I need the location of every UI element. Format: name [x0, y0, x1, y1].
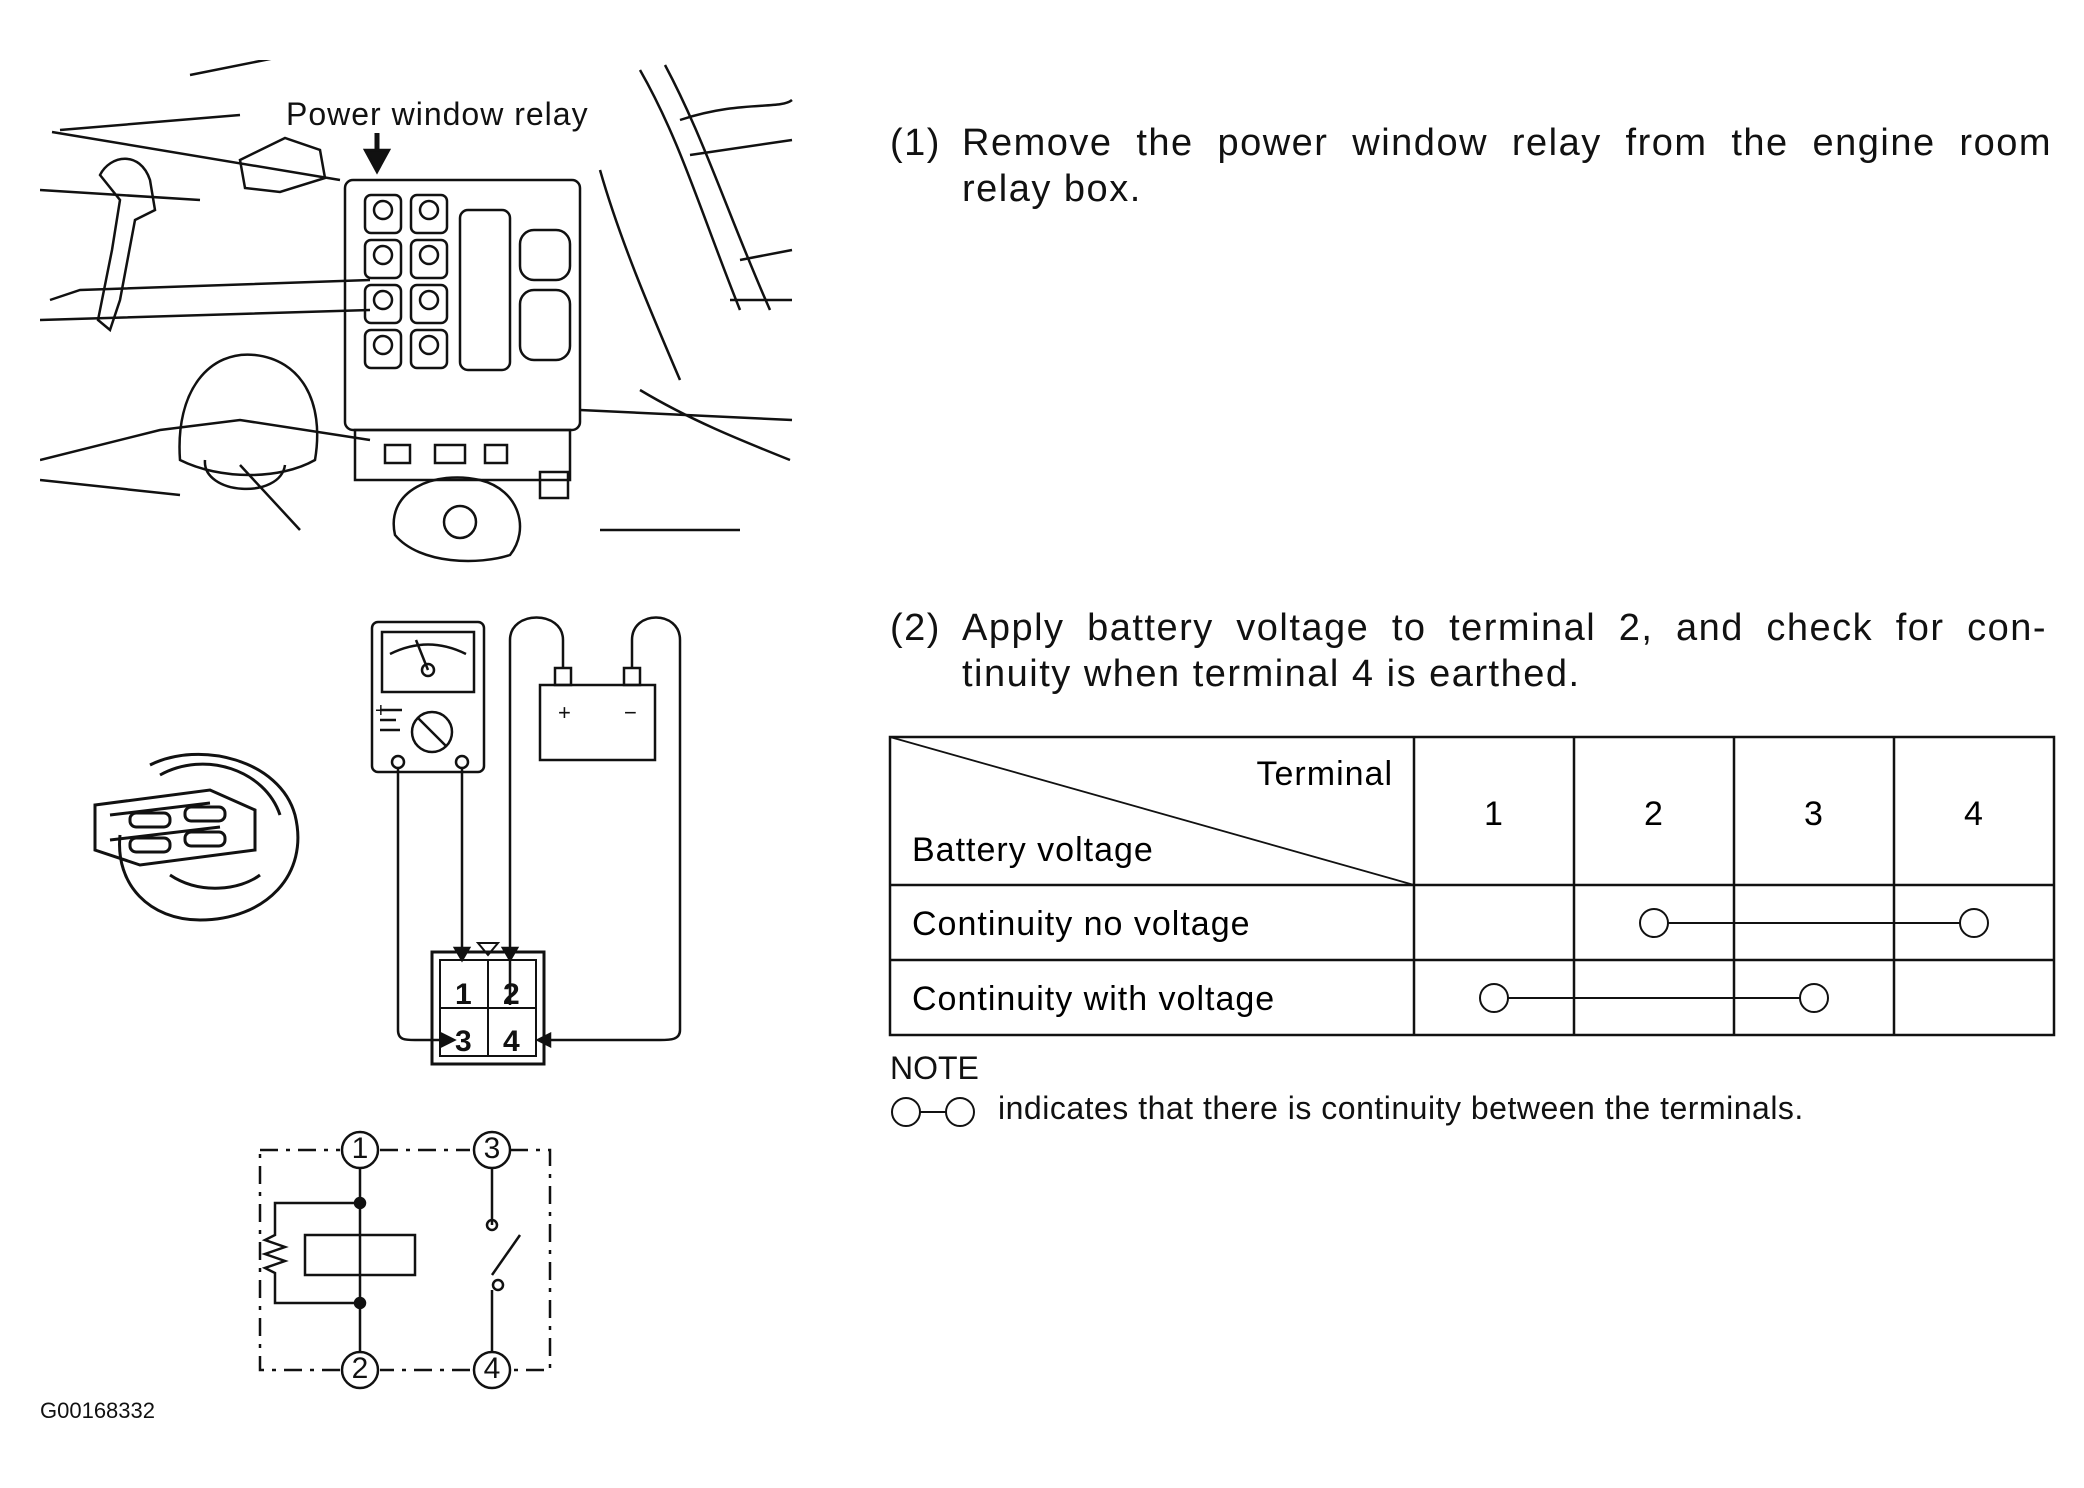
continuity-terminal-mark — [1959, 908, 1989, 938]
table-column-3: 3 — [1804, 795, 1824, 833]
step-1: (1) Remove the power window relay from t… — [890, 120, 2055, 220]
schematic-terminal-2: 2 — [351, 1352, 369, 1385]
connector-terminal-1: 1 — [455, 978, 472, 1011]
step-1-line-2: relay box. — [962, 168, 1142, 210]
battery-plus-label: + — [558, 700, 571, 725]
ohmmeter — [370, 620, 486, 774]
continuity-terminal-mark — [1479, 983, 1509, 1013]
table-column-1: 1 — [1484, 795, 1504, 833]
connector-terminal-3: 3 — [455, 1025, 472, 1058]
continuity-terminal-mark — [1639, 908, 1669, 938]
table-column-2: 2 — [1644, 795, 1664, 833]
step-2: (2) Apply battery voltage to terminal 2,… — [890, 605, 2055, 705]
step-2-line-2: tinuity when terminal 4 is earthed. — [962, 653, 1581, 695]
schematic-terminal-4: 4 — [483, 1352, 501, 1385]
continuity-terminal-mark — [1799, 983, 1829, 1013]
note-text: indicates that there is continuity betwe… — [998, 1090, 1804, 1126]
table-row-label-with-voltage: Continuity with voltage — [912, 980, 1275, 1018]
continuity-symbol-icon — [891, 1097, 975, 1127]
relay-callout-label: Power window relay — [282, 96, 593, 133]
continuity-table: Terminal Battery voltage 1 2 3 4 Continu… — [888, 735, 2056, 1037]
battery-minus-label: − — [624, 700, 637, 725]
engine-room-illustration — [40, 60, 793, 563]
table-header-terminal: Terminal — [1257, 755, 1393, 793]
table-column-4: 4 — [1964, 795, 1984, 833]
relay-connector-illustration — [93, 752, 300, 922]
relay-schematic — [258, 1130, 552, 1390]
connector-terminal-4: 4 — [503, 1025, 520, 1058]
relay-cluster — [363, 193, 572, 372]
note-heading: NOTE — [890, 1050, 979, 1086]
table-header-battery-voltage: Battery voltage — [912, 831, 1154, 869]
schematic-terminal-3: 3 — [483, 1132, 501, 1165]
figure-id: G00168332 — [40, 1398, 155, 1423]
step-1-number: (1) — [890, 122, 941, 164]
step-2-number: (2) — [890, 607, 941, 649]
test-wiring-diagram — [370, 616, 682, 1066]
table-row-label-no-voltage: Continuity no voltage — [912, 905, 1251, 943]
connector-terminal-2: 2 — [503, 978, 520, 1011]
step-1-line-1: Remove the power window relay from the e… — [962, 122, 2052, 164]
meter-plus-label: + — [375, 700, 387, 722]
relay-connector — [430, 942, 546, 1066]
schematic-terminal-1: 1 — [351, 1132, 369, 1165]
step-2-line-1: Apply battery voltage to terminal 2, and… — [962, 607, 2047, 649]
